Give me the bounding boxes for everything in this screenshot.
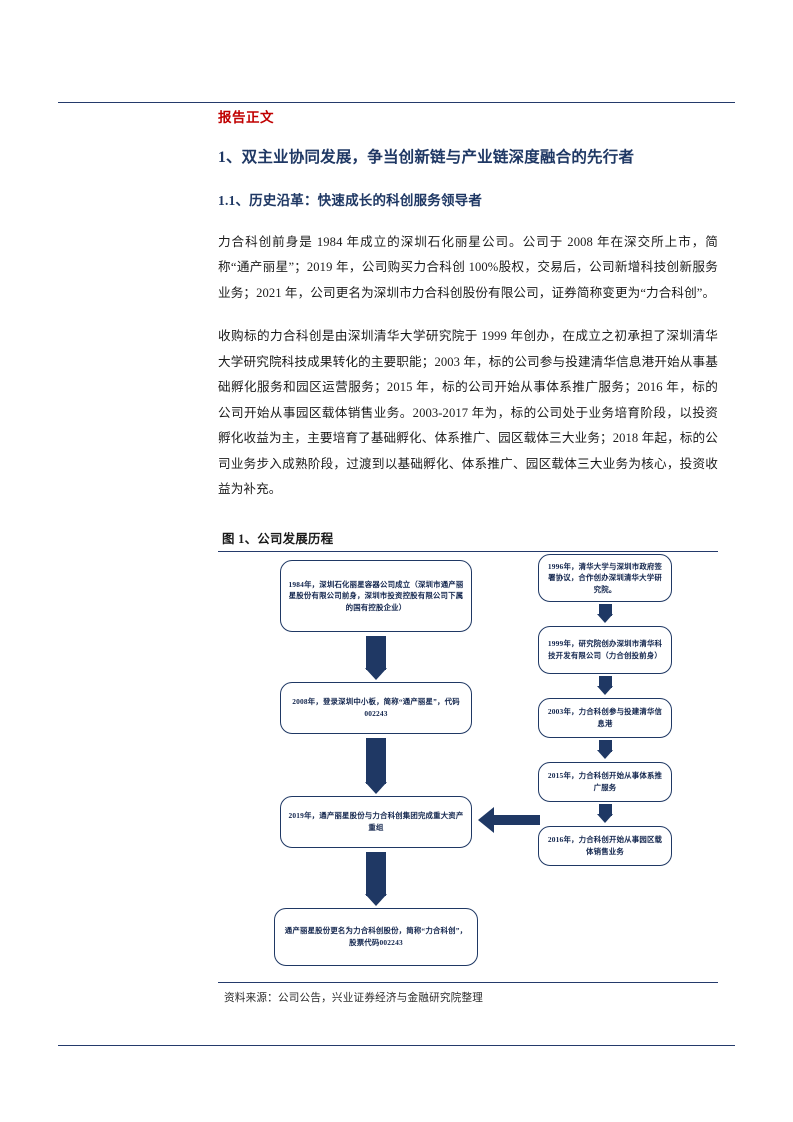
diagram-node-left-1: 1984年，深圳石化丽星容器公司成立（深圳市通产丽星股份有限公司前身，深圳市投资… bbox=[280, 559, 472, 632]
diagram-node-right-2: 1999年，研究院创办深圳市清华科技开发有限公司（力合创投前身） bbox=[538, 625, 672, 674]
figure-title-rule bbox=[218, 550, 718, 552]
diagram-node-right-5-label: 2016年，力合科创开始从事园区载体销售业务 bbox=[547, 835, 663, 856]
body-paragraph-1: 力合科创前身是 1984 年成立的深圳石化丽星公司。公司于 2008 年在深交所… bbox=[218, 234, 718, 300]
diagram-node-left-4: 通产丽星股份更名为力合科创股份，简称“力合科创”，股票代码002243 bbox=[274, 907, 478, 966]
merge-arrow-head-icon bbox=[478, 806, 494, 833]
arrow-right-col-1-shaft bbox=[599, 603, 612, 616]
arrow-right-col-4-shaft bbox=[599, 803, 612, 816]
arrow-right-col-1-head-icon bbox=[597, 613, 613, 623]
document-content: 报告正文 1、双主业协同发展，争当创新链与产业链深度融合的先行者 1.1、历史沿… bbox=[218, 110, 718, 1005]
section-heading: 1、双主业协同发展，争当创新链与产业链深度融合的先行者 bbox=[218, 149, 635, 167]
arrow-right-col-4-head-icon bbox=[597, 813, 613, 823]
arrow-right-col-3-head-icon bbox=[597, 749, 613, 759]
figure-1: 图 1、公司发展历程 1984年，深圳石化丽星容器公司成立（深圳市通产丽星股份有… bbox=[218, 529, 718, 1005]
report-body-kicker: 报告正文 bbox=[218, 110, 274, 125]
diagram-node-right-3: 2003年，力合科创参与投建清华信息港 bbox=[538, 697, 672, 738]
figure-bottom-rule bbox=[218, 981, 718, 983]
arrow-left-col-1-shaft bbox=[366, 635, 386, 670]
figure-title: 图 1、公司发展历程 bbox=[222, 531, 334, 546]
diagram-node-right-2-label: 1999年，研究院创办深圳市清华科技开发有限公司（力合创投前身） bbox=[547, 639, 663, 660]
diagram-node-right-4-label: 2015年，力合科创开始从事体系推广服务 bbox=[547, 771, 663, 792]
merge-arrow-shaft bbox=[494, 814, 540, 825]
arrow-left-col-1-head-icon bbox=[365, 667, 387, 680]
arrow-left-col-3-head-icon bbox=[365, 893, 387, 906]
diagram-node-left-1-label: 1984年，深圳石化丽星容器公司成立（深圳市通产丽星股份有限公司前身，深圳市投资… bbox=[288, 579, 464, 612]
diagram-node-left-3: 2019年，通产丽星股份与力合科创集团完成重大资产重组 bbox=[280, 795, 472, 848]
arrow-left-col-3-shaft bbox=[366, 851, 386, 896]
diagram-node-right-5: 2016年，力合科创开始从事园区载体销售业务 bbox=[538, 825, 672, 866]
header-rule bbox=[58, 102, 735, 103]
diagram-node-left-2: 2008年，登录深圳中小板，简称“通产丽星”，代码002243 bbox=[280, 681, 472, 734]
diagram-node-right-3-label: 2003年，力合科创参与投建清华信息港 bbox=[547, 707, 663, 728]
arrow-right-col-3-shaft bbox=[599, 739, 612, 752]
diagram-node-right-4: 2015年，力合科创开始从事体系推广服务 bbox=[538, 761, 672, 802]
diagram-node-right-1: 1996年，清华大学与深圳市政府签署协议，合作创办深圳清华大学研究院。 bbox=[538, 553, 672, 602]
arrow-left-col-2-head-icon bbox=[365, 781, 387, 794]
company-history-diagram: 1984年，深圳石化丽星容器公司成立（深圳市通产丽星股份有限公司前身，深圳市投资… bbox=[218, 551, 718, 982]
subsection-heading: 1.1、历史沿革：快速成长的科创服务领导者 bbox=[218, 193, 483, 209]
figure-source: 资料来源：公司公告，兴业证券经济与金融研究院整理 bbox=[224, 992, 484, 1004]
arrow-right-col-2-shaft bbox=[599, 675, 612, 688]
diagram-node-left-4-label: 通产丽星股份更名为力合科创股份，简称“力合科创”，股票代码002243 bbox=[284, 926, 468, 947]
diagram-node-right-1-label: 1996年，清华大学与深圳市政府签署协议，合作创办深圳清华大学研究院。 bbox=[547, 561, 663, 594]
diagram-node-left-3-label: 2019年，通产丽星股份与力合科创集团完成重大资产重组 bbox=[288, 811, 464, 832]
body-paragraph-2: 收购标的力合科创是由深圳清华大学研究院于 1999 年创办，在成立之初承担了深圳… bbox=[218, 329, 718, 497]
footer-rule bbox=[58, 1045, 735, 1046]
arrow-left-col-2-shaft bbox=[366, 737, 386, 784]
arrow-right-col-2-head-icon bbox=[597, 685, 613, 695]
diagram-node-left-2-label: 2008年，登录深圳中小板，简称“通产丽星”，代码002243 bbox=[292, 697, 460, 718]
